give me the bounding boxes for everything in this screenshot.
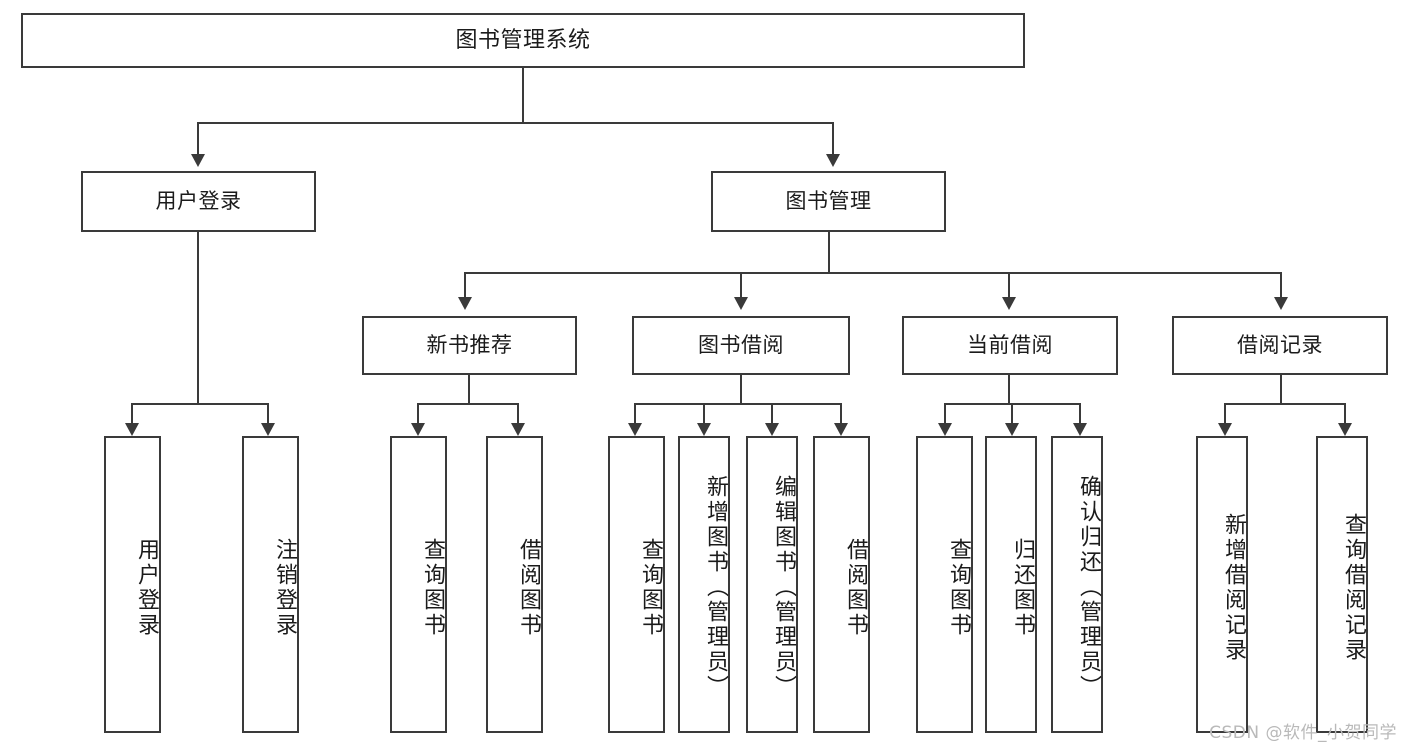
node-label: 查询图书 bbox=[638, 537, 663, 638]
arrow-to-leaf-query-record bbox=[1338, 423, 1352, 436]
node-label: 归还图书 bbox=[1010, 537, 1035, 638]
node-label: 当前借阅 bbox=[967, 333, 1053, 358]
leaf-logout[interactable]: 注销登录 bbox=[242, 436, 299, 733]
node-label: 查询借阅记录 bbox=[1341, 512, 1366, 663]
node-label: 查询图书 bbox=[946, 537, 971, 638]
node-label: 新增借阅记录 bbox=[1221, 512, 1246, 663]
node-label: 借阅图书 bbox=[516, 537, 541, 638]
leaf-add-book[interactable]: 新增图书（管理员） bbox=[678, 436, 730, 733]
leaf-user-login[interactable]: 用户登录 bbox=[104, 436, 161, 733]
connector-br-stem bbox=[1280, 375, 1282, 403]
arrow-to-book-manage bbox=[826, 154, 840, 167]
connector-br-bus bbox=[1224, 403, 1344, 405]
node-label: 用户登录 bbox=[155, 189, 242, 214]
arrow-to-current-borrow bbox=[1002, 297, 1016, 310]
arrow-to-leaf-logout bbox=[261, 423, 275, 436]
node-label: 借阅记录 bbox=[1237, 333, 1323, 358]
arrow-to-leaf-user-login bbox=[125, 423, 139, 436]
node-label: 图书借阅 bbox=[698, 333, 784, 358]
connector-nbr-drop-1 bbox=[417, 403, 419, 425]
arrow-to-leaf-return-book bbox=[1005, 423, 1019, 436]
connector-root-bus bbox=[197, 122, 834, 124]
connector-user-login-bus bbox=[131, 403, 267, 405]
arrow-to-leaf-borrow-book-1 bbox=[511, 423, 525, 436]
leaf-query-book-1[interactable]: 查询图书 bbox=[390, 436, 447, 733]
connector-bm-drop-3 bbox=[1008, 272, 1010, 299]
node-label: 查询图书 bbox=[420, 537, 445, 638]
connector-book-manage-stem bbox=[828, 232, 830, 272]
node-user-login[interactable]: 用户登录 bbox=[81, 171, 316, 232]
arrow-to-user-login bbox=[191, 154, 205, 167]
arrow-to-book-borrow bbox=[734, 297, 748, 310]
leaf-confirm-return[interactable]: 确认归还（管理员） bbox=[1051, 436, 1103, 733]
leaf-edit-book[interactable]: 编辑图书（管理员） bbox=[746, 436, 798, 733]
node-new-book-recommend[interactable]: 新书推荐 bbox=[362, 316, 577, 375]
connector-root-to-book-manage bbox=[832, 122, 834, 154]
arrow-to-new-book-rec bbox=[458, 297, 472, 310]
node-current-borrow[interactable]: 当前借阅 bbox=[902, 316, 1118, 375]
connector-bm-drop-1 bbox=[464, 272, 466, 299]
leaf-return-book[interactable]: 归还图书 bbox=[985, 436, 1037, 733]
connector-book-manage-bus bbox=[464, 272, 1280, 274]
leaf-borrow-book-2[interactable]: 借阅图书 bbox=[813, 436, 870, 733]
connector-bb-stem bbox=[740, 375, 742, 403]
leaf-query-book-2[interactable]: 查询图书 bbox=[608, 436, 665, 733]
node-root-system[interactable]: 图书管理系统 bbox=[21, 13, 1025, 68]
connector-bb-drop-2 bbox=[703, 403, 705, 425]
arrow-to-leaf-query-book-1 bbox=[411, 423, 425, 436]
arrow-to-leaf-query-book-2 bbox=[628, 423, 642, 436]
connector-br-drop-1 bbox=[1224, 403, 1226, 425]
connector-bm-drop-4 bbox=[1280, 272, 1282, 299]
connector-bm-drop-2 bbox=[740, 272, 742, 299]
arrow-to-leaf-add-book bbox=[697, 423, 711, 436]
connector-cb-drop-2 bbox=[1011, 403, 1013, 425]
connector-br-drop-2 bbox=[1344, 403, 1346, 425]
connector-nbr-stem bbox=[468, 375, 470, 403]
connector-cb-drop-1 bbox=[944, 403, 946, 425]
connector-root-stem bbox=[522, 68, 524, 122]
leaf-query-book-3[interactable]: 查询图书 bbox=[916, 436, 973, 733]
node-label: 借阅图书 bbox=[843, 537, 868, 638]
node-book-manage[interactable]: 图书管理 bbox=[711, 171, 946, 232]
connector-bb-drop-1 bbox=[634, 403, 636, 425]
node-label: 用户登录 bbox=[134, 537, 159, 638]
connector-user-login-drop-2 bbox=[267, 403, 269, 425]
connector-root-to-user-login bbox=[197, 122, 199, 154]
node-label: 新增图书（管理员） bbox=[703, 475, 728, 700]
node-label: 注销登录 bbox=[272, 537, 297, 638]
arrow-to-borrow-record bbox=[1274, 297, 1288, 310]
node-book-borrow[interactable]: 图书借阅 bbox=[632, 316, 850, 375]
connector-cb-drop-3 bbox=[1079, 403, 1081, 425]
connector-user-login-stem bbox=[197, 232, 199, 403]
arrow-to-leaf-edit-book bbox=[765, 423, 779, 436]
connector-nbr-bus bbox=[417, 403, 519, 405]
leaf-add-record[interactable]: 新增借阅记录 bbox=[1196, 436, 1248, 733]
connector-user-login-drop-1 bbox=[131, 403, 133, 425]
leaf-query-record[interactable]: 查询借阅记录 bbox=[1316, 436, 1368, 733]
node-label: 编辑图书（管理员） bbox=[771, 475, 796, 700]
arrow-to-leaf-borrow-book-2 bbox=[834, 423, 848, 436]
node-label: 图书管理系统 bbox=[455, 27, 591, 53]
connector-cb-stem bbox=[1008, 375, 1010, 403]
connector-bb-bus bbox=[634, 403, 842, 405]
node-label: 图书管理 bbox=[785, 189, 872, 214]
connector-nbr-drop-2 bbox=[517, 403, 519, 425]
node-label: 确认归还（管理员） bbox=[1076, 475, 1101, 700]
connector-bb-drop-3 bbox=[771, 403, 773, 425]
arrow-to-leaf-confirm-return bbox=[1073, 423, 1087, 436]
arrow-to-leaf-query-book-3 bbox=[938, 423, 952, 436]
connector-bb-drop-4 bbox=[840, 403, 842, 425]
arrow-to-leaf-add-record bbox=[1218, 423, 1232, 436]
node-borrow-record[interactable]: 借阅记录 bbox=[1172, 316, 1388, 375]
node-label: 新书推荐 bbox=[426, 333, 513, 358]
leaf-borrow-book-1[interactable]: 借阅图书 bbox=[486, 436, 543, 733]
